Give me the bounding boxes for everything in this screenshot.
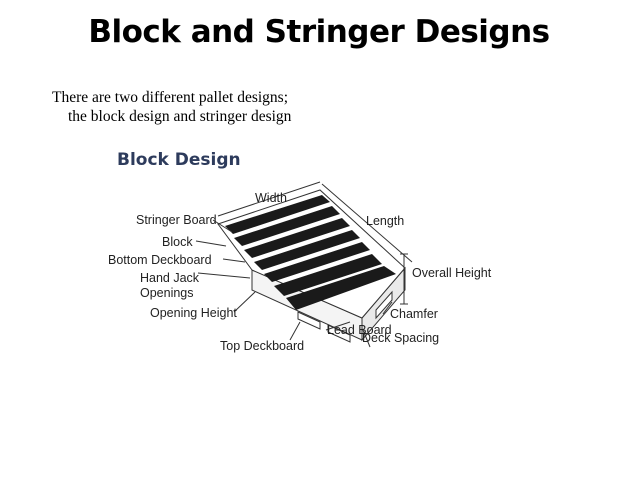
leader-block	[195, 240, 227, 247]
slide-title: Block and Stringer Designs	[88, 14, 550, 50]
width-dim-line	[217, 181, 321, 217]
leader-lead-board	[325, 321, 351, 331]
label-top-deckboard: Top Deckboard	[220, 339, 304, 353]
intro-line-1: There are two different pallet designs;	[52, 89, 288, 106]
deckboard-1	[225, 195, 330, 234]
label-hand-jack: Hand Jack	[140, 271, 200, 285]
leader-deck-spacing	[362, 329, 371, 348]
leader-bottom-deckboard	[222, 258, 246, 263]
opening-right	[375, 290, 393, 320]
pallet-diagram-svg: Block Design	[108, 150, 492, 353]
leader-stringer-board	[212, 219, 233, 233]
label-stringer-board: Stringer Board	[136, 213, 217, 227]
leader-opening-height	[233, 291, 256, 313]
label-lead-board: Lead Board	[327, 323, 392, 337]
intro-line-2: the block design and stringer design	[68, 108, 292, 125]
pallet-illustration	[217, 189, 406, 343]
label-opening-height: Opening Height	[150, 306, 237, 320]
opening-front-2	[327, 324, 351, 343]
pallet-diagram: Block Design	[100, 142, 500, 362]
label-length: Length	[366, 214, 404, 228]
label-overall-height: Overall Height	[412, 266, 492, 280]
opening-front	[297, 311, 321, 330]
deckboard-6	[274, 254, 382, 296]
label-chamfer: Chamfer	[390, 307, 438, 321]
label-deck-spacing: Deck Spacing	[362, 331, 439, 345]
dimension-lines	[195, 181, 413, 348]
deckboard-5	[264, 242, 370, 282]
length-dim-line	[321, 183, 413, 263]
deckboard-4	[254, 230, 360, 270]
deckboard-7	[286, 266, 396, 310]
deckboard-2	[234, 206, 340, 246]
deckboard-3	[244, 218, 350, 258]
intro-text: There are two different pallet designs; …	[52, 88, 291, 126]
figure-title: Block Design	[117, 150, 241, 170]
leader-chamfer	[382, 301, 393, 315]
label-openings: Openings	[140, 286, 194, 300]
leader-hand-jack	[197, 272, 251, 279]
label-block: Block	[162, 235, 193, 249]
label-bottom-deckboard: Bottom Deckboard	[108, 253, 212, 267]
label-width: Width	[255, 191, 287, 205]
leader-top-deckboard	[289, 321, 301, 341]
